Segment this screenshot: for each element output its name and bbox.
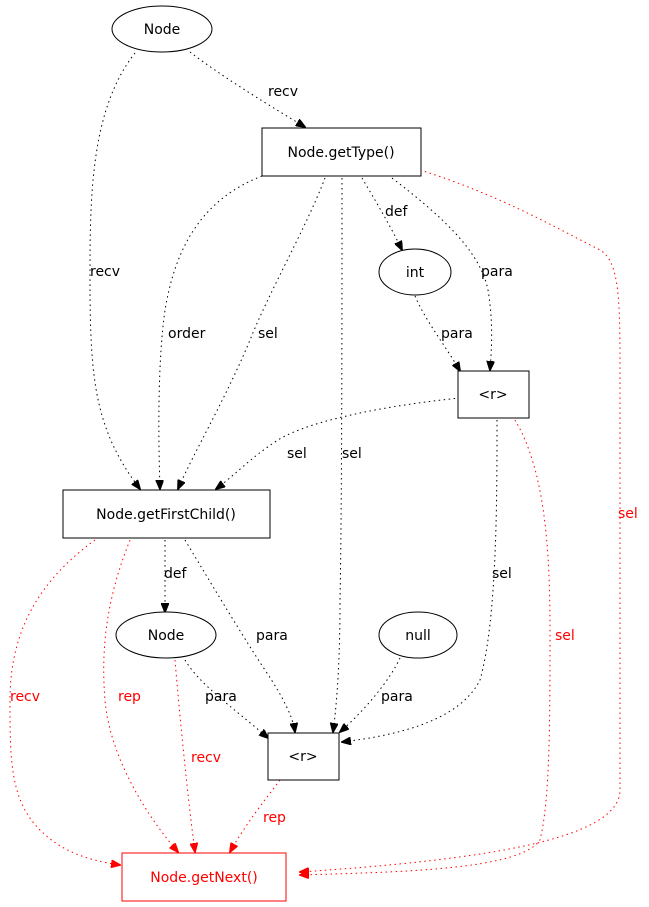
edge-gettype-to-getnext-sel: sel [300, 169, 638, 872]
node-label: <r> [288, 749, 317, 765]
edge-gettype-to-getfirstchild-order: order [159, 175, 263, 489]
node-label: Node [148, 628, 185, 644]
edge-label-para: para [205, 689, 237, 705]
node-label: int [406, 265, 425, 281]
edge-getfirstchild-to-r2-para: para [184, 539, 295, 732]
edge-gettype-to-r1-para: para [391, 177, 513, 370]
edge-label-recv: recv [90, 264, 120, 280]
edge-label-def: def [164, 566, 188, 582]
edge-label-para: para [481, 264, 513, 280]
edge-label-recv: recv [191, 750, 221, 766]
edge-label-sel: sel [555, 628, 575, 644]
edge-label-para: para [381, 689, 413, 705]
edge-int-to-r1-para: para [414, 295, 473, 371]
edge-gettype-to-r2-sel: sel [333, 177, 362, 732]
nodes: Node Node.getType() int <r> Node.getFirs… [62, 5, 530, 902]
edge-label-sel: sel [342, 446, 362, 462]
edge-node-to-r2-para: para [184, 659, 268, 738]
edge-gettype-to-int-def: def [361, 177, 409, 250]
node-ellipse-null: null [378, 611, 458, 659]
node-label: Node.getType() [287, 145, 394, 161]
edge-label-sel: sel [258, 326, 278, 342]
edge-r1-to-getnext-sel: sel [300, 419, 575, 875]
node-box-r2: <r> [267, 732, 340, 781]
edge-r2-to-getnext-rep: rep [230, 779, 286, 852]
node-box-getfirstchild: Node.getFirstChild() [62, 489, 271, 539]
edge-r1-to-getfirstchild-sel: sel [216, 397, 461, 489]
edge-getfirstchild-to-getnext-rep: rep [103, 539, 178, 852]
node-label: <r> [478, 387, 507, 403]
edge-getfirstchild-to-node-def: def [164, 540, 188, 612]
edge-node-to-getnext-recv: recv [174, 659, 221, 852]
edge-label-recv: recv [10, 689, 40, 705]
node-ellipse-int: int [378, 248, 452, 296]
edge-label-def: def [385, 204, 409, 220]
edge-label-para: para [441, 326, 473, 342]
edge-node-to-gettype-recv: recv [189, 51, 305, 127]
edge-label-para: para [256, 628, 288, 644]
node-label: Node [144, 22, 181, 38]
edge-getfirstchild-to-getnext-recv: recv [9, 539, 120, 865]
node-label: Node.getNext() [150, 870, 258, 886]
edge-label-sel: sel [492, 566, 512, 582]
edge-node-to-getfirstchild-recv: recv [89, 52, 140, 489]
edge-r1-to-r2-sel: sel [342, 419, 512, 742]
edge-gettype-to-getfirstchild-sel: sel [178, 177, 326, 489]
edge-label-rep: rep [118, 689, 141, 705]
edge-label-recv: recv [268, 84, 298, 100]
node-ellipse-node: Node [115, 611, 217, 659]
edges: recv recv order sel def para para sel [9, 51, 638, 875]
node-ellipse-node: Node [111, 5, 213, 53]
node-label: null [405, 628, 431, 644]
node-box-getnext: Node.getNext() [121, 852, 287, 902]
edge-label-sel: sel [618, 506, 638, 522]
edge-label-order: order [168, 326, 206, 342]
edge-label-sel: sel [287, 446, 307, 462]
node-box-gettype: Node.getType() [261, 127, 422, 177]
edge-null-to-r2-para: para [340, 657, 413, 732]
edge-label-rep: rep [263, 810, 286, 826]
node-box-r1: <r> [457, 370, 530, 419]
node-label: Node.getFirstChild() [96, 507, 236, 523]
